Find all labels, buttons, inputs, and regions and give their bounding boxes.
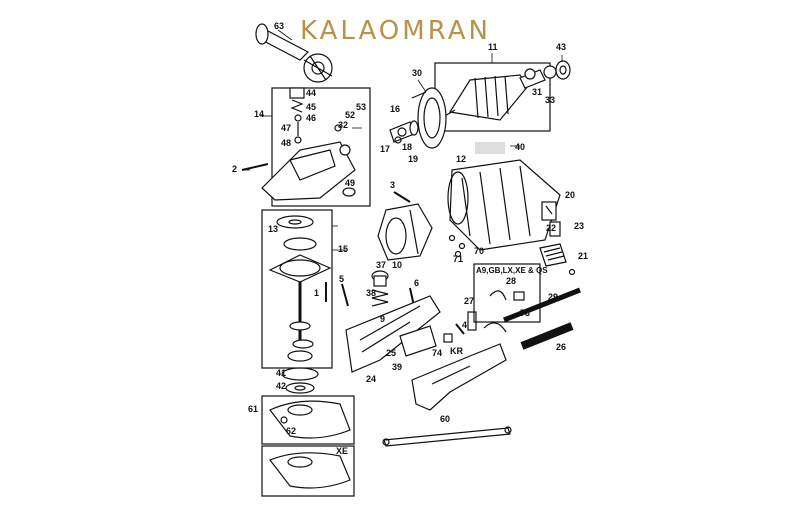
brush-cover-21 xyxy=(539,243,567,267)
callout-27: 27 xyxy=(464,296,474,306)
nut-42 xyxy=(285,382,315,394)
callout-6: 6 xyxy=(414,278,419,288)
callout-9: 9 xyxy=(380,314,385,324)
callout-70: 70 xyxy=(474,246,484,256)
callout-24: 24 xyxy=(366,374,376,384)
callout-29: 29 xyxy=(548,292,558,302)
callout-74: 74 xyxy=(432,348,442,358)
callout-26: 26 xyxy=(556,342,566,352)
washer-49 xyxy=(342,187,356,197)
callout-15: 15 xyxy=(338,244,348,254)
callout-28: 28 xyxy=(506,276,516,286)
screw-4a xyxy=(568,268,576,276)
bearing-43 xyxy=(555,60,571,80)
watermark-logo: KALAOMRAN xyxy=(300,16,491,46)
cable-sleeve-26 xyxy=(520,322,574,350)
callout-46: 46 xyxy=(306,113,316,123)
callout-31: 31 xyxy=(532,87,542,97)
callout-11: 11 xyxy=(488,42,498,52)
screw-4b xyxy=(455,323,465,335)
callout-32: 32 xyxy=(338,120,348,130)
fan-baffle xyxy=(411,87,447,149)
callout-2: 2 xyxy=(232,164,237,174)
cable-29 xyxy=(503,287,581,323)
callout-42: 42 xyxy=(276,381,286,391)
callout-53: 53 xyxy=(356,102,366,112)
callout-1: 1 xyxy=(314,288,319,298)
callout-4: 4 xyxy=(462,320,467,330)
xe-label: XE xyxy=(336,446,348,456)
terminals-70-71 xyxy=(448,234,466,258)
callout-33: 33 xyxy=(545,95,555,105)
motor-housing xyxy=(447,159,561,251)
side-handle xyxy=(255,23,333,83)
lock-button-37 xyxy=(371,270,389,287)
callout-23: 23 xyxy=(574,221,584,231)
gear-housing xyxy=(261,87,371,207)
switch-23 xyxy=(549,221,561,237)
gear-assembly xyxy=(261,209,333,369)
variant-box xyxy=(473,263,541,323)
screw-5 xyxy=(341,283,349,307)
callout-61: 61 xyxy=(248,404,258,414)
callout-45: 45 xyxy=(306,102,316,112)
callout-48: 48 xyxy=(281,138,291,148)
rear-handle-right xyxy=(411,343,507,411)
callout-16: 16 xyxy=(390,104,400,114)
callout-47: 47 xyxy=(281,123,291,133)
callout-30: 30 xyxy=(412,68,422,78)
label-plate xyxy=(475,142,505,154)
callout-18: 18 xyxy=(402,142,412,152)
callout-13: 13 xyxy=(268,224,278,234)
callout-40: 40 xyxy=(515,142,525,152)
flange-41 xyxy=(281,367,319,381)
brush-27 xyxy=(467,311,477,331)
callout-10: 10 xyxy=(392,260,402,270)
callout-39: 39 xyxy=(392,362,402,372)
callout-17: 17 xyxy=(380,144,390,154)
callout-41: 41 xyxy=(276,368,286,378)
callout-52: 52 xyxy=(345,110,355,120)
callout-73: 73 xyxy=(520,308,530,318)
variant-box-label: A9,GB,LX,XE & QS xyxy=(476,266,548,275)
callout-5: 5 xyxy=(339,274,344,284)
callout-20: 20 xyxy=(565,190,575,200)
spanner xyxy=(382,426,512,447)
field-coil xyxy=(377,203,433,261)
callout-71: 71 xyxy=(453,254,463,264)
callout-60: 60 xyxy=(440,414,450,424)
kr-label: KR xyxy=(450,346,463,356)
switch-assembly xyxy=(399,325,453,357)
callout-25: 25 xyxy=(386,348,396,358)
callout-44: 44 xyxy=(306,88,316,98)
armature xyxy=(434,62,557,132)
callout-12: 12 xyxy=(456,154,466,164)
callout-19: 19 xyxy=(408,154,418,164)
pinion-set xyxy=(389,120,419,144)
callout-22: 22 xyxy=(546,223,556,233)
switch-20 xyxy=(541,201,557,221)
callout-37: 37 xyxy=(376,260,386,270)
callout-14: 14 xyxy=(254,109,264,119)
callout-43: 43 xyxy=(556,42,566,52)
callout-49: 49 xyxy=(345,178,355,188)
callout-21: 21 xyxy=(578,251,588,261)
guard xyxy=(261,395,355,445)
spring-38 xyxy=(371,289,389,307)
callout-62: 62 xyxy=(286,426,296,436)
callout-38: 38 xyxy=(366,288,376,298)
callout-3: 3 xyxy=(390,180,395,190)
cable-clamp xyxy=(483,322,507,333)
callout-63: 63 xyxy=(274,21,284,31)
guard-xe xyxy=(261,445,355,497)
screw-3 xyxy=(393,191,411,203)
screw-2 xyxy=(241,163,269,171)
